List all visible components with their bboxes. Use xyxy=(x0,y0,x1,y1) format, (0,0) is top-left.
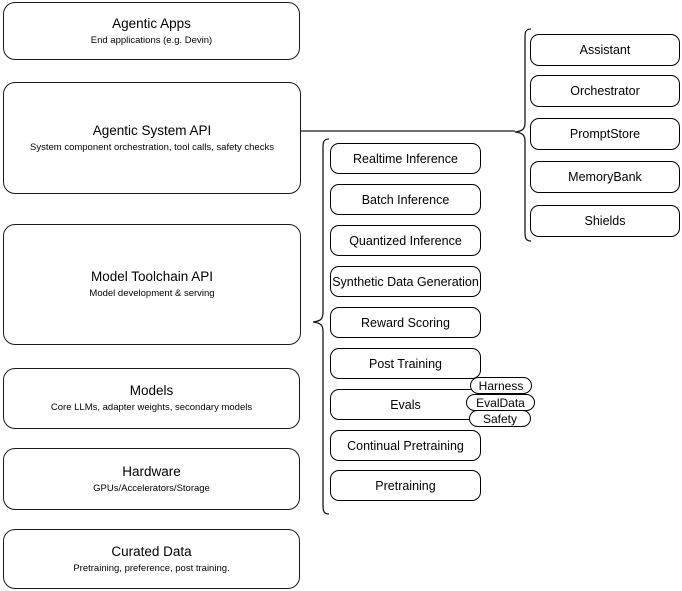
component-post-training[interactable]: Post Training xyxy=(330,348,481,379)
component-reward-scoring[interactable]: Reward Scoring xyxy=(330,307,481,338)
stack-layer-agentic-apps[interactable]: Agentic Apps End applications (e.g. Devi… xyxy=(3,2,300,60)
agentic-component-label: MemoryBank xyxy=(568,170,642,184)
agentic-component-label: PromptStore xyxy=(569,127,641,141)
component-label: Batch Inference xyxy=(361,192,450,207)
stack-layer-subtitle: End applications (e.g. Devin) xyxy=(90,34,213,46)
stack-layer-hardware[interactable]: Hardware GPUs/Accelerators/Storage xyxy=(3,448,300,510)
evals-subcomponent-label: Safety xyxy=(482,411,518,426)
agentic-component-memorybank[interactable]: MemoryBank xyxy=(530,161,680,193)
agentic-component-promptstore[interactable]: PromptStore xyxy=(530,118,680,150)
component-label: Evals xyxy=(390,397,421,412)
connector-agentic-system-api-to-components xyxy=(300,130,515,132)
stack-layer-subtitle: GPUs/Accelerators/Storage xyxy=(93,482,210,494)
stack-layer-title: Model Toolchain API xyxy=(90,269,214,284)
stack-layer-title: Curated Data xyxy=(111,543,192,559)
stack-layer-title: Agentic Apps xyxy=(112,15,191,31)
stack-layer-title: Hardware xyxy=(122,463,181,479)
agentic-component-label: Shields xyxy=(584,214,626,228)
component-label: Quantized Inference xyxy=(349,233,462,248)
brace-agentic-system-components xyxy=(514,28,532,242)
component-label: Continual Pretraining xyxy=(347,438,464,453)
stack-layer-agentic-system-api[interactable]: Agentic System API System component orch… xyxy=(3,82,301,194)
stack-layer-subtitle: System component orchestration, tool cal… xyxy=(30,141,274,153)
component-realtime-inference[interactable]: Realtime Inference xyxy=(330,143,481,174)
stack-layer-subtitle: Pretraining, preference, post training. xyxy=(73,562,230,574)
stack-layer-title: Agentic System API xyxy=(92,122,212,138)
component-quantized-inference[interactable]: Quantized Inference xyxy=(330,225,481,256)
component-label: Pretraining xyxy=(375,478,436,493)
stack-layer-subtitle: Core LLMs, adapter weights, secondary mo… xyxy=(50,402,253,413)
component-continual-pretraining[interactable]: Continual Pretraining xyxy=(330,430,481,461)
component-label: Reward Scoring xyxy=(361,315,450,330)
brace-toolchain-components xyxy=(312,138,330,515)
component-label: Realtime Inference xyxy=(353,151,458,166)
agentic-component-shields[interactable]: Shields xyxy=(530,205,680,237)
component-batch-inference[interactable]: Batch Inference xyxy=(330,184,481,215)
agentic-component-assistant[interactable]: Assistant xyxy=(530,34,680,66)
evals-subcomponent-evaldata[interactable]: EvalData xyxy=(466,394,535,411)
agentic-component-label: Assistant xyxy=(579,43,631,57)
component-synthetic-data-generation[interactable]: Synthetic Data Generation xyxy=(330,266,481,297)
component-label: Post Training xyxy=(369,356,442,371)
component-label: Synthetic Data Generation xyxy=(332,274,479,289)
stack-layer-subtitle: Model development & serving xyxy=(89,288,215,299)
stack-layer-curated-data[interactable]: Curated Data Pretraining, preference, po… xyxy=(3,529,300,589)
component-evals[interactable]: Evals xyxy=(330,389,481,420)
evals-subcomponent-safety[interactable]: Safety xyxy=(469,410,531,427)
stack-layer-title: Models xyxy=(129,383,174,398)
component-pretraining[interactable]: Pretraining xyxy=(330,470,481,501)
stack-layer-models[interactable]: Models Core LLMs, adapter weights, secon… xyxy=(3,368,300,429)
agentic-component-label: Orchestrator xyxy=(570,84,640,98)
agentic-component-orchestrator[interactable]: Orchestrator xyxy=(530,75,680,107)
stack-layer-model-toolchain-api[interactable]: Model Toolchain API Model development & … xyxy=(3,224,301,345)
evals-subcomponent-label: Harness xyxy=(478,378,524,393)
evals-subcomponent-label: EvalData xyxy=(476,395,525,410)
evals-subcomponent-harness[interactable]: Harness xyxy=(470,377,532,394)
